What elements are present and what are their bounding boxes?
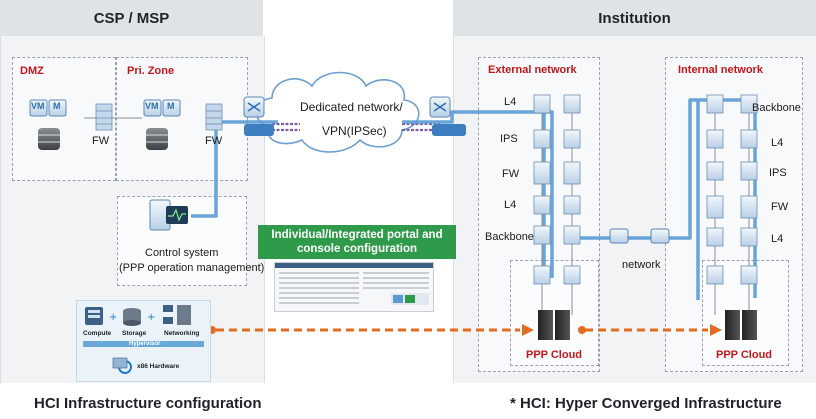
- ext-l4b-label: L4: [504, 199, 517, 211]
- internal-network-title: Internal network: [678, 64, 763, 76]
- vm-label-a: VM: [31, 101, 45, 111]
- int-fw-label: FW: [771, 201, 789, 213]
- institution-header: Institution: [453, 0, 816, 36]
- control-system-sublabel: (PPP operation management): [119, 262, 265, 274]
- hci-graphic: + +: [83, 305, 204, 374]
- ppp-cloud-server-int: [725, 310, 757, 340]
- router-icon-institution: [429, 96, 466, 136]
- int-l4-label: L4: [771, 137, 784, 149]
- vm-icon-group-dmz: [29, 99, 67, 117]
- fw-label-pri: FW: [205, 135, 223, 147]
- hci-hardware-label: x86 Hardware: [137, 363, 180, 370]
- database-icon-dmz: [38, 128, 60, 150]
- ppp-cloud-server-ext: [538, 310, 570, 340]
- pri-zone-title: Pri. Zone: [127, 65, 175, 77]
- int-ips-label: IPS: [769, 167, 787, 179]
- svg-text:+: +: [109, 312, 117, 323]
- portal-banner-line1: Individual/Integrated portal and: [271, 229, 443, 241]
- internal-device-stack: [706, 94, 758, 285]
- int-backbone-label: Backbone: [752, 102, 801, 114]
- hci-hypervisor-label: Hypervisor: [129, 341, 161, 347]
- database-icon-pri: [146, 128, 168, 150]
- svg-text:+: +: [147, 312, 155, 323]
- hci-infrastructure-box: + + Compute Storage Networking Hyperviso…: [76, 300, 211, 382]
- portal-banner-line2: console configuration: [296, 243, 418, 255]
- dmz-title: DMZ: [20, 65, 44, 77]
- hci-definition-caption: * HCI: Hyper Converged Infrastructure: [510, 395, 782, 412]
- vm-icon-group-pri: [143, 99, 181, 117]
- router-icon-csp: [243, 96, 274, 136]
- portal-screenshot: [274, 262, 434, 312]
- pri-zone: [116, 57, 248, 181]
- portal-screenshot-graphic: [275, 263, 433, 305]
- csp-msp-header: CSP / MSP: [0, 0, 263, 36]
- control-system-icon: [149, 199, 188, 231]
- ext-backbone-label: Backbone: [485, 231, 534, 243]
- network-label: network: [622, 259, 661, 271]
- network-link-devices: [609, 228, 670, 244]
- external-device-stack: [533, 94, 581, 285]
- vpn-cloud: [255, 71, 420, 153]
- ext-fw-label: FW: [502, 168, 520, 180]
- ext-ppp-cloud-label: PPP Cloud: [526, 349, 583, 361]
- ext-l4-label: L4: [504, 96, 517, 108]
- m-label-a: M: [53, 101, 61, 111]
- int-ppp-cloud-label: PPP Cloud: [716, 349, 773, 361]
- vpn-label-line1: Dedicated network/: [300, 100, 403, 114]
- hci-compute-label: Compute: [83, 330, 112, 337]
- hci-infrastructure-caption: HCI Infrastructure configuration: [34, 395, 262, 412]
- firewall-icon-pri: [205, 103, 223, 131]
- int-l4b-label: L4: [771, 233, 784, 245]
- external-network-title: External network: [488, 64, 577, 76]
- hci-networking-label: Networking: [164, 330, 200, 337]
- portal-banner: Individual/Integrated portal and console…: [258, 225, 456, 259]
- ext-ppp-cloud-box: [510, 260, 599, 366]
- control-system-box: [117, 196, 247, 286]
- vpn-label-line2: VPN(IPSec): [322, 124, 387, 138]
- m-label-b: M: [167, 101, 175, 111]
- fw-label-dmz: FW: [92, 135, 110, 147]
- ext-ips-label: IPS: [500, 133, 518, 145]
- control-system-label: Control system: [145, 247, 219, 259]
- firewall-icon-dmz: [95, 103, 113, 131]
- vm-label-b: VM: [145, 101, 159, 111]
- hci-storage-label: Storage: [122, 330, 147, 337]
